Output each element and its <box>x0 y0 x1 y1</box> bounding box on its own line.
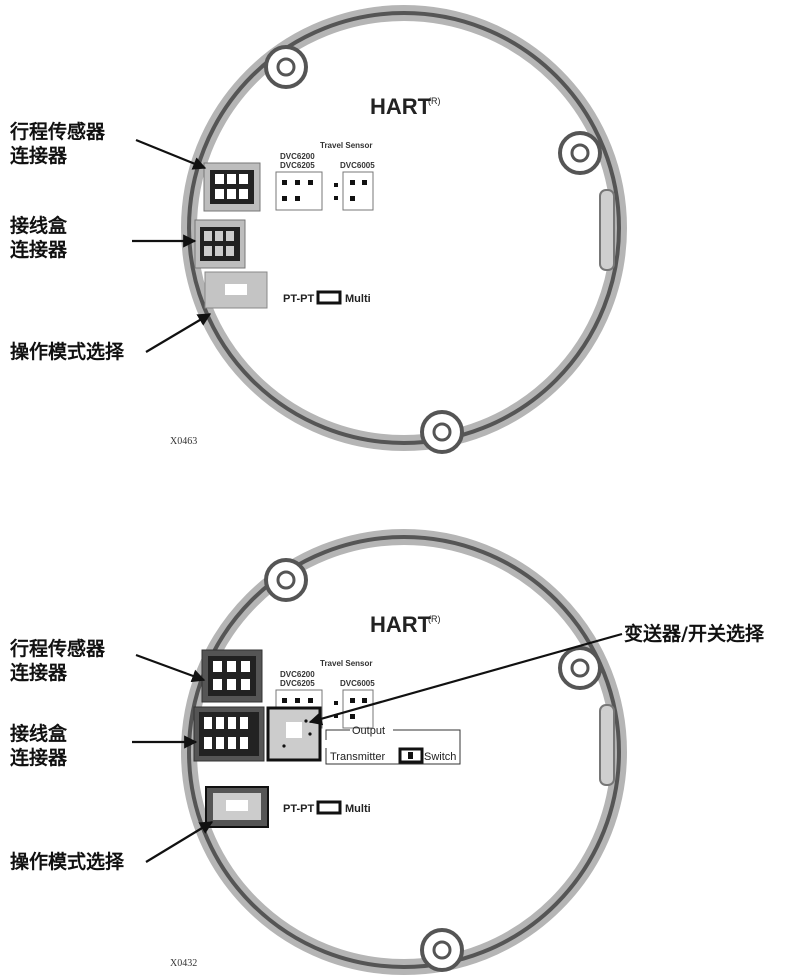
model-label-a: DVC6200 <box>280 152 315 161</box>
travel-sensor-connector-pins <box>215 174 248 199</box>
mount-hole <box>570 143 590 163</box>
arrow-operation-mode <box>145 821 214 863</box>
callout-transmitter-switch: 变送器/开关选择 <box>624 622 765 645</box>
terminal-box-connector-pins <box>204 717 248 749</box>
mount-hole <box>276 57 296 77</box>
callout-travel-sensor-line2: 连接器 <box>10 661 68 684</box>
output-label-right: Switch <box>424 751 456 763</box>
mount-hole <box>570 658 590 678</box>
brand-label: HART <box>370 612 432 637</box>
pin-header-left-pins <box>282 180 313 201</box>
output-switch-dot <box>304 719 308 723</box>
output-switch-dot <box>282 744 286 748</box>
top-board: HART (R) Travel Sensor DVC6200 DVC6205 D… <box>170 5 627 454</box>
callout-operation-mode: 操作模式选择 <box>10 340 125 363</box>
mode-switch-slider <box>226 800 248 811</box>
mode-label-right: Multi <box>345 293 371 305</box>
output-switch-slider <box>286 722 302 738</box>
bottom-callouts: 行程传感器 连接器 接线盒 连接器 操作模式选择 变送器/开关选择 <box>9 622 765 873</box>
mode-indicator <box>316 290 342 305</box>
callout-travel-sensor-line1: 行程传感器 <box>9 637 106 660</box>
callout-operation-mode: 操作模式选择 <box>10 850 125 873</box>
output-label-left: Transmitter <box>330 751 386 763</box>
output-switch-dot <box>308 732 312 736</box>
board-edge-tab <box>599 704 615 786</box>
travel-sensor-connector-pins <box>213 661 250 690</box>
travel-sensor-title: Travel Sensor <box>320 141 372 150</box>
mode-indicator <box>316 800 342 815</box>
pin-header-dot <box>334 196 338 200</box>
mode-label-right: Multi <box>345 803 371 815</box>
brand-mark: (R) <box>428 614 441 624</box>
figure-code-bottom: X0432 <box>170 958 197 969</box>
top-callouts: 行程传感器 连接器 接线盒 连接器 操作模式选择 <box>9 120 212 363</box>
mode-switch-slider <box>225 284 247 295</box>
mode-label-left: PT-PT <box>283 293 314 305</box>
model-label-a: DVC6200 <box>280 670 315 679</box>
board-edge-tab <box>599 189 615 271</box>
brand-label: HART <box>370 94 432 119</box>
brand-mark: (R) <box>428 96 441 106</box>
callout-travel-sensor-line1: 行程传感器 <box>9 120 106 143</box>
model-label-b: DVC6205 <box>280 161 315 170</box>
arrow-travel-sensor <box>135 653 206 683</box>
terminal-box-connector-pins <box>204 231 234 256</box>
travel-sensor-title: Travel Sensor <box>320 659 372 668</box>
output-title: Output <box>352 725 385 737</box>
pin-header-dot <box>334 714 338 718</box>
output-legend-frame <box>325 729 461 765</box>
figure-code-top: X0463 <box>170 436 197 447</box>
mode-label-left: PT-PT <box>283 803 314 815</box>
pin-header-dot <box>334 701 338 705</box>
callout-travel-sensor-line2: 连接器 <box>10 144 68 167</box>
mount-hole <box>432 940 452 960</box>
pin-header-dot <box>334 183 338 187</box>
pin-header-right-pins <box>350 180 367 201</box>
board-outline-inner <box>187 535 621 969</box>
arrow-travel-sensor <box>135 138 207 170</box>
arrow-operation-mode <box>145 313 212 353</box>
callout-terminal-box-line2: 连接器 <box>10 238 68 261</box>
model-label-c: DVC6005 <box>340 679 375 688</box>
model-label-b: DVC6205 <box>280 679 315 688</box>
board-outline-outer <box>181 5 627 451</box>
board-outline-inner <box>187 11 621 445</box>
callout-terminal-box-line1: 接线盒 <box>10 214 68 237</box>
pin-header-right <box>342 171 374 211</box>
output-indicator-knob <box>408 752 413 759</box>
mount-hole <box>276 570 296 590</box>
pin-header-left <box>275 171 323 211</box>
callout-terminal-box-line2: 连接器 <box>10 746 68 769</box>
mount-hole <box>432 422 452 442</box>
model-label-c: DVC6005 <box>340 161 375 170</box>
bottom-board: HART (R) Travel Sensor DVC6200 DVC6205 D… <box>170 529 627 975</box>
arrow-transmitter-switch <box>308 632 623 726</box>
callout-terminal-box-line1: 接线盒 <box>10 722 68 745</box>
pin-header-right-pins <box>350 698 367 719</box>
